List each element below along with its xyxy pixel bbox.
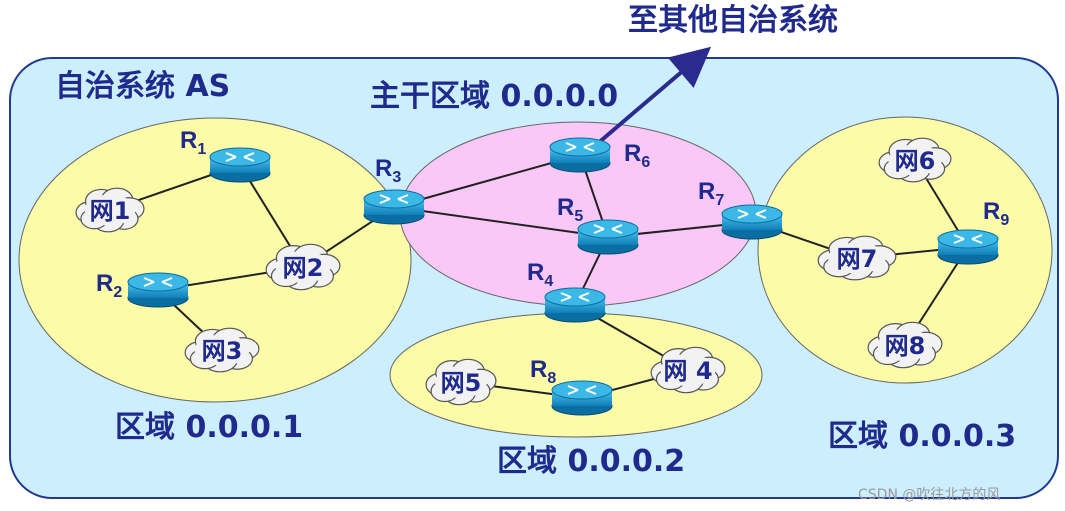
network-n3-cloud: 网3 [184, 327, 260, 373]
router-r9-label: R9 [983, 198, 1009, 229]
link-R3-R5 [393, 206, 609, 238]
router-arrows-icon [737, 209, 767, 219]
network-n2-cloud: 网2 [265, 243, 341, 291]
router-r4-label: R4 [527, 259, 553, 290]
external-link-arrow [588, 46, 712, 152]
network-n6-cloud: 网6 [878, 137, 952, 183]
router-r5-label: R5 [557, 194, 583, 225]
router-arrows-icon [560, 292, 590, 302]
autonomous-system-label: 自治系统 AS [55, 69, 230, 104]
router-arrows-icon [565, 142, 595, 152]
router-r7-label: R7 [698, 178, 724, 209]
router-r5: R5 [557, 194, 639, 255]
network-n2-label: 网2 [283, 254, 324, 282]
router-arrows-icon [593, 224, 623, 234]
network-n6-label: 网6 [895, 147, 936, 175]
router-arrows-icon [379, 194, 409, 204]
router-arrows-icon [225, 152, 255, 162]
network-n8-label: 网8 [885, 332, 926, 360]
network-n4-label: 网 4 [663, 357, 712, 385]
network-n4-cloud: 网 4 [650, 346, 726, 394]
network-n7-cloud: 网7 [817, 235, 897, 281]
area-0.0.0.3-label: 区域 0.0.0.3 [828, 419, 1016, 454]
network-n1-label: 网1 [90, 197, 131, 225]
network-n1-cloud: 网1 [75, 187, 145, 233]
router-r2: R2 [96, 270, 189, 308]
network-n5-cloud: 网5 [425, 358, 497, 406]
router-arrows-icon [143, 277, 173, 287]
area-0.0.0.1-label: 区域 0.0.0.1 [115, 410, 303, 445]
watermark: CSDN @吹往北方的风 [858, 487, 1000, 503]
router-r1-label: R1 [180, 127, 206, 158]
link-R3-R6 [393, 154, 581, 208]
backbone-area-label: 主干区域 0.0.0.0 [370, 79, 618, 114]
network-n5-label: 网5 [441, 369, 482, 397]
area-0.0.0.3-region [757, 116, 1053, 384]
router-r8: R8 [530, 356, 613, 416]
external-as-label: 至其他自治系统 [628, 3, 838, 38]
router-r8-label: R8 [530, 356, 556, 387]
router-r6-label: R6 [624, 140, 650, 171]
router-r2-label: R2 [96, 270, 122, 301]
router-arrows-icon [567, 385, 597, 395]
network-n7-label: 网7 [837, 245, 878, 273]
area-0.0.0.2-label: 区域 0.0.0.2 [497, 444, 685, 479]
router-r4: R4 [527, 259, 606, 323]
router-r6: R6 [549, 137, 650, 173]
networks-layer: 网1 网2 网3 网 4 网5 网6 网7 网8 [75, 137, 952, 406]
router-r3-label: R3 [375, 155, 401, 186]
router-r3: R3 [363, 155, 425, 225]
network-n8-cloud: 网8 [867, 321, 943, 369]
router-arrows-icon [953, 234, 983, 244]
network-n3-label: 网3 [202, 337, 243, 365]
router-r9: R9 [937, 198, 1009, 265]
router-r1: R1 [180, 127, 271, 183]
router-r7: R7 [698, 178, 783, 240]
